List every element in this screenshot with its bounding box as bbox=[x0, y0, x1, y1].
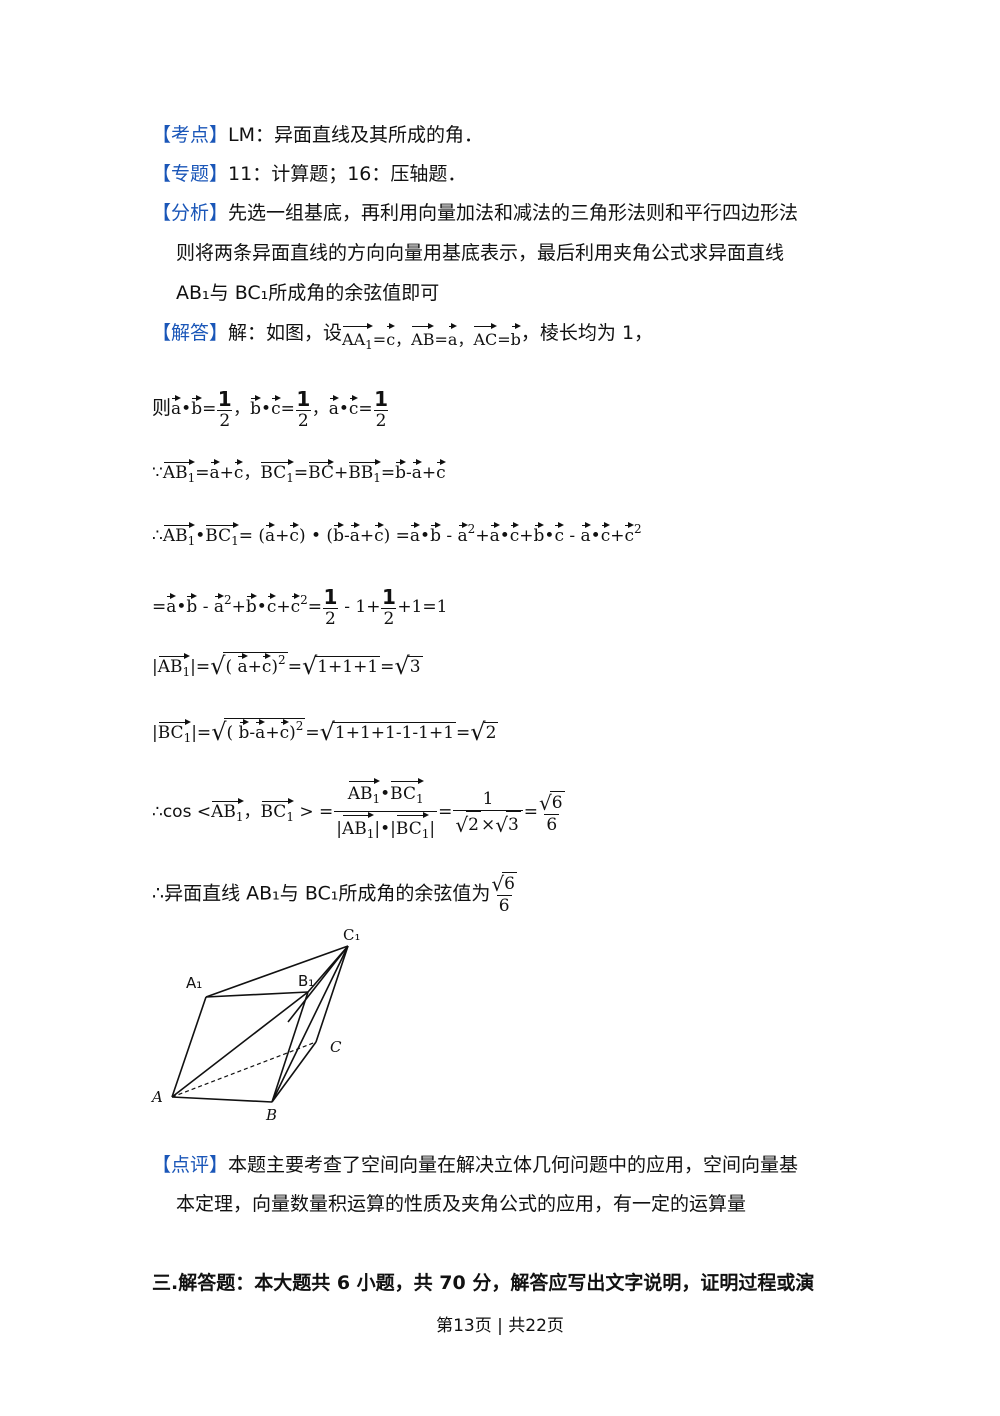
segment-b-c1 bbox=[271, 945, 349, 1103]
kaodian-text: LM：异面直线及其所成的角． bbox=[228, 124, 483, 146]
dot-product-expansion-line: ∴AB1•BC1= (a+c) • (b-a+c) =a•b - a2+a•c+… bbox=[152, 522, 642, 548]
page-footer: 第13页 | 共22页 bbox=[436, 1316, 564, 1336]
dianping-tag: 【点评】 bbox=[152, 1154, 229, 1176]
section-heading: 三.解答题：本大题共 6 小题，共 70 分，解答应写出文字说明，证明过程或演 bbox=[152, 1272, 815, 1294]
label-b1: B₁ bbox=[298, 972, 314, 990]
label-a1: A₁ bbox=[186, 974, 202, 992]
fenxi-line-1: 【分析】先选一组基底，再利用向量加法和减法的三角形法则和平行四边形法 bbox=[152, 200, 798, 226]
prism-figure: C₁ A₁ B₁ C A B bbox=[150, 926, 361, 1124]
therefore-symbol: ∴ bbox=[152, 526, 163, 546]
kaodian-line: 【考点】LM：异面直线及其所成的角． bbox=[152, 122, 483, 148]
label-a: A bbox=[150, 1088, 163, 1106]
label-c1: C₁ bbox=[343, 926, 361, 944]
fenxi-line-2: 则将两条异面直线的方向向量用基底表示，最后利用夹角公式求异面直线 bbox=[176, 242, 785, 264]
edge-a1-c1 bbox=[205, 945, 349, 998]
fenxi-text-1: 先选一组基底，再利用向量加法和减法的三角形法则和平行四边形法 bbox=[228, 202, 799, 224]
segment-a-b1 bbox=[171, 991, 309, 1098]
edge-b-b1 bbox=[271, 991, 309, 1103]
label-b: B bbox=[265, 1106, 277, 1124]
jieda-tag: 【解答】 bbox=[152, 322, 229, 344]
label-c: C bbox=[330, 1038, 342, 1056]
zhuanti-line: 【专题】11：计算题；16：压轴题． bbox=[152, 161, 466, 187]
edge-a-b bbox=[171, 1096, 273, 1103]
ze-text: 则 bbox=[152, 397, 172, 419]
edge-c-c1 bbox=[315, 945, 349, 1043]
edge-a1-b1 bbox=[205, 991, 309, 998]
vector-decomposition-line: ∵AB1=a+c，BC1=BC+BB1=b-a+c bbox=[152, 458, 446, 485]
zhuanti-text: 11：计算题；16：压轴题． bbox=[228, 163, 467, 185]
conclusion-text: ∴异面直线 AB₁与 BC₁所成角的余弦值为 bbox=[152, 882, 491, 905]
segment-b1-c1-extra bbox=[287, 945, 349, 1023]
dianping-line-2: 本定理，向量数量积运算的性质及夹角公式的应用，有一定的运算量 bbox=[176, 1193, 747, 1215]
jieda-tail: ，棱长均为 1， bbox=[520, 322, 654, 344]
edge-a-c-hidden bbox=[171, 1041, 317, 1098]
vector-definitions: AA1=c，AB=a，AC=b bbox=[342, 323, 522, 352]
edge-a-a1 bbox=[171, 996, 207, 1098]
zhuanti-tag: 【专题】 bbox=[152, 163, 229, 185]
fenxi-line-3: AB₁与 BC₁所成角的余弦值即可 bbox=[176, 282, 440, 304]
cosine-line: ∴cos <AB1，BC1 > =AB1•BC1|AB1|•|BC1|=1√2×… bbox=[152, 778, 566, 847]
dianping-line-1: 【点评】本题主要考查了空间向量在解决立体几何问题中的应用，空间向量基 bbox=[152, 1152, 798, 1178]
bc1-magnitude-line: |BC1|=√( b-a+c)2=√1+1+1-1-1+1=√2 bbox=[152, 718, 499, 746]
jieda-line: 【解答】解：如图，设AA1=c，AB=a，AC=b，棱长均为 1， bbox=[152, 320, 653, 358]
ab1-magnitude-line: |AB1|=√( a+c)2=√1+1+1=√3 bbox=[152, 652, 423, 680]
cos-label: ∴cos < bbox=[152, 802, 212, 822]
because-symbol: ∵ bbox=[152, 463, 163, 483]
dianping-text-1: 本题主要考查了空间向量在解决立体几何问题中的应用，空间向量基 bbox=[228, 1154, 799, 1176]
kaodian-tag: 【考点】 bbox=[152, 124, 229, 146]
jieda-lead: 解：如图，设 bbox=[228, 322, 343, 344]
edge-b-c bbox=[271, 1041, 317, 1103]
fenxi-tag: 【分析】 bbox=[152, 202, 229, 224]
